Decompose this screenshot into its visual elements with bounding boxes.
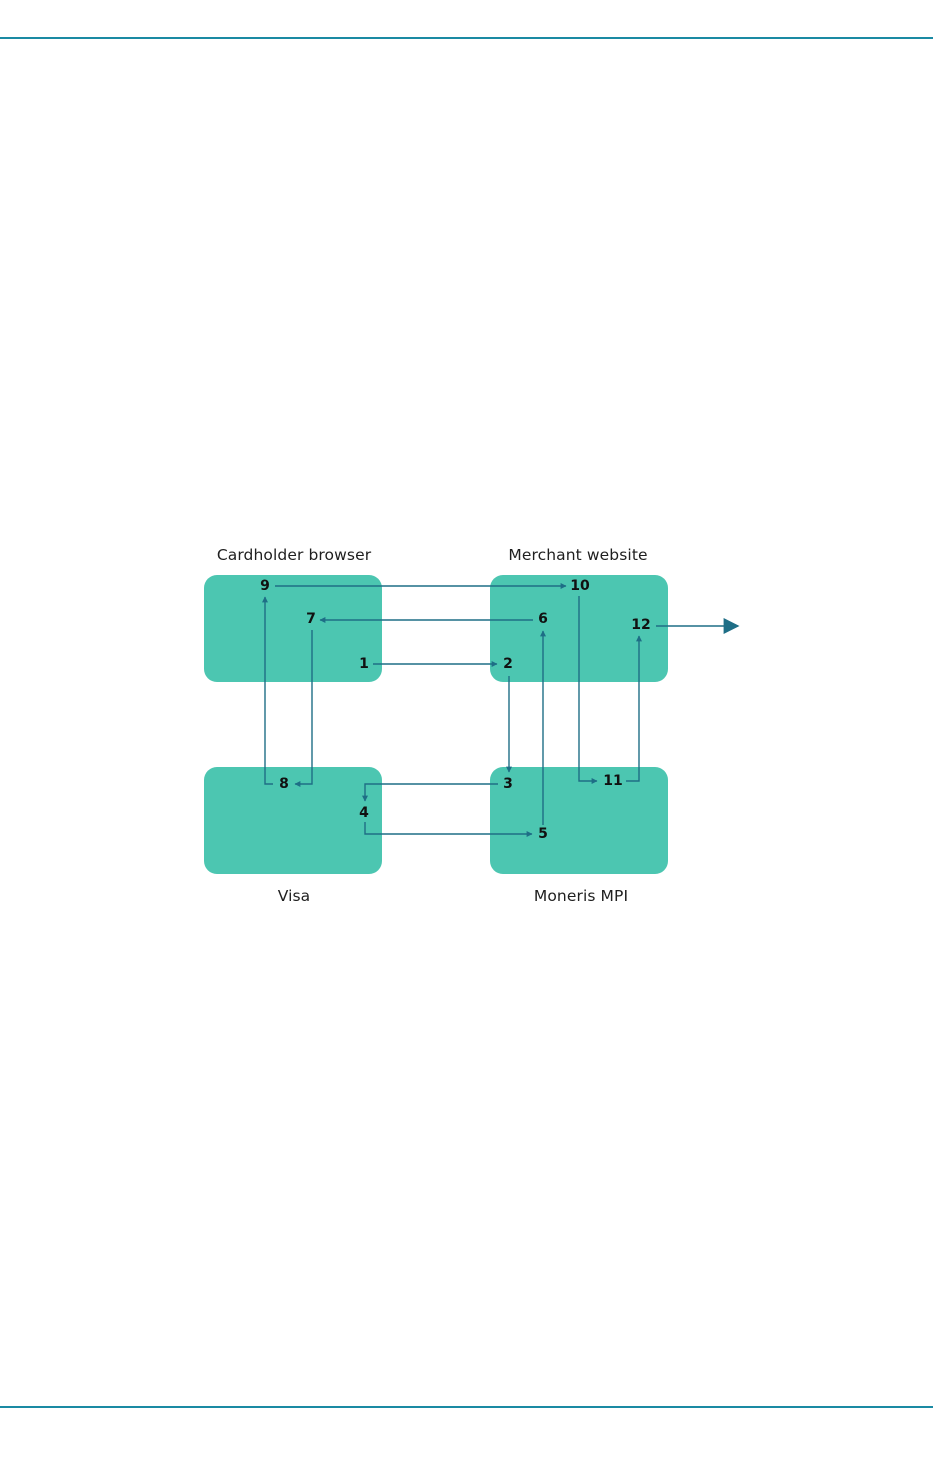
merchant-website-label: Merchant website	[508, 546, 648, 564]
step-10: 10	[570, 578, 590, 594]
arrow-11-to-12	[626, 635, 642, 782]
step-5: 5	[538, 826, 548, 842]
cardholder-browser-label: Cardholder browser	[216, 546, 372, 564]
step-9: 9	[260, 578, 270, 594]
visa-label: Visa	[277, 887, 311, 905]
step-7: 7	[306, 611, 316, 627]
step-11: 11	[603, 773, 623, 789]
step-2: 2	[503, 656, 513, 672]
arrow-7-to-8	[294, 630, 313, 787]
step-1: 1	[359, 656, 369, 672]
arrow-10-to-11	[578, 596, 598, 784]
step-4: 4	[359, 805, 369, 821]
step-3: 3	[503, 776, 513, 792]
arrow-8-to-9	[262, 596, 273, 785]
arrow-3-to-4	[362, 783, 498, 802]
moneris-mpi-box	[490, 767, 668, 874]
moneris-mpi-label: Moneris MPI	[533, 887, 629, 905]
footer-rule	[0, 1406, 933, 1408]
step-8: 8	[279, 776, 289, 792]
step-6: 6	[538, 611, 548, 627]
step-12: 12	[631, 617, 651, 633]
header-rule	[0, 37, 933, 39]
arrow-4-to-5	[364, 822, 533, 837]
cardholder-browser-box	[204, 575, 382, 682]
visa-box	[204, 767, 382, 874]
